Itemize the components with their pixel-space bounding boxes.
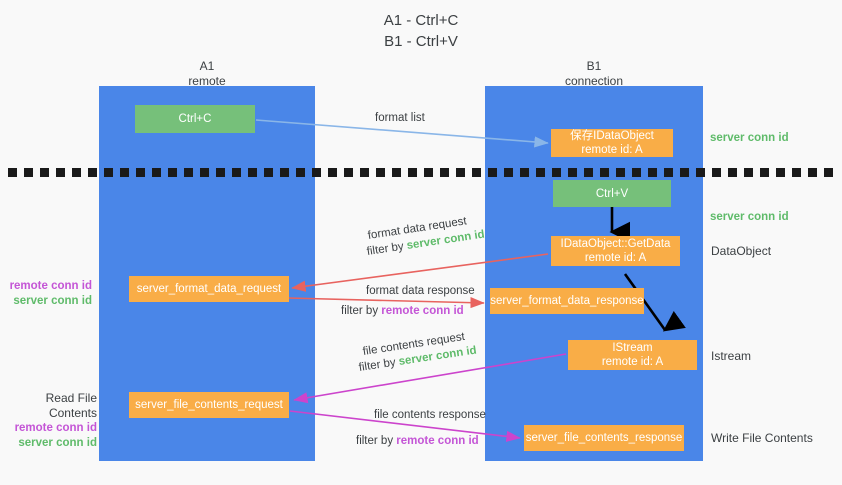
edge-label-format-data-response-filter: filter by remote conn id (341, 304, 464, 319)
title-line-2: B1 - Ctrl+V (384, 33, 458, 50)
right-label-istream: Istream (711, 349, 752, 363)
right-label-server-conn-id-top: server conn id (710, 132, 789, 144)
box-server-file-contents-request-label: server_file_contents_request (135, 399, 283, 411)
title-line-1: A1 - Ctrl+C (383, 12, 459, 29)
lane-header-a1-sub: remote (188, 74, 226, 88)
lane-header-b1-name: B1 (586, 59, 602, 73)
box-istream-line1: IStream (612, 342, 653, 354)
left-label-read-file-contents: Read File Contents (45, 391, 97, 420)
right-label-server-conn-id-mid: server conn id (710, 211, 789, 223)
box-create-idataobject-line1: 保存IDataObject (570, 130, 654, 142)
left-label-remote-conn-id-1: remote conn id (9, 280, 92, 292)
edge-label-format-list: format list (375, 112, 425, 124)
box-ctrl-c[interactable]: Ctrl+C (135, 105, 255, 133)
lane-header-b1-sub: connection (564, 74, 624, 88)
box-ctrl-c-label: Ctrl+C (178, 113, 212, 125)
box-server-format-data-response[interactable]: server_format_data_response (490, 288, 644, 314)
edge-label-format-data-response-filter-prefix: filter by (341, 305, 382, 317)
box-istream[interactable]: IStream remote id: A (568, 340, 697, 370)
lane-header-a1: A1 remote (99, 59, 315, 89)
edge-label-format-data-response: format data response (366, 285, 475, 297)
left-label-group-format: remote conn id server conn id (0, 279, 92, 309)
phase-divider (8, 168, 834, 177)
box-server-format-data-request[interactable]: server_format_data_request (129, 276, 289, 302)
diagram-title: A1 - Ctrl+C B1 - Ctrl+V (0, 10, 842, 52)
edge-label-file-contents-response: file contents response (374, 409, 486, 421)
edge-label-file-contents-response-filter-value: remote conn id (396, 435, 479, 447)
left-label-remote-conn-id-2: remote conn id (14, 422, 97, 434)
box-server-format-data-response-label: server_format_data_response (490, 295, 644, 307)
box-ctrl-v-label: Ctrl+V (595, 187, 629, 200)
box-idataobject-getdata-line1: IDataObject::GetData (560, 238, 671, 250)
box-create-idataobject-line2: remote id: A (581, 144, 643, 156)
left-label-group-file: Read File Contents remote conn id server… (0, 391, 97, 451)
box-idataobject-getdata-line2: remote id: A (584, 252, 647, 264)
edge-label-format-data-response-filter-value: remote conn id (381, 305, 464, 317)
box-idataobject-getdata[interactable]: IDataObject::GetData remote id: A (551, 236, 680, 266)
left-label-server-conn-id-1: server conn id (13, 295, 92, 307)
box-server-file-contents-request[interactable]: server_file_contents_request (129, 392, 289, 418)
left-label-server-conn-id-2: server conn id (18, 437, 97, 449)
right-label-dataobject: DataObject (711, 244, 772, 258)
box-istream-line2: remote id: A (601, 356, 664, 368)
edge-label-file-contents-response-filter-prefix: filter by (356, 435, 397, 447)
edge-label-file-contents-response-filter: filter by remote conn id (356, 434, 479, 449)
box-server-file-contents-response[interactable]: server_file_contents_response (524, 425, 684, 451)
box-server-file-contents-response-label: server_file_contents_response (525, 432, 683, 444)
lane-header-a1-name: A1 (199, 59, 215, 73)
box-server-format-data-request-label: server_format_data_request (136, 283, 282, 295)
right-label-write-file-contents: Write File Contents (711, 431, 813, 445)
box-ctrl-v[interactable]: Ctrl+V (553, 180, 671, 207)
box-create-idataobject[interactable]: 保存IDataObject remote id: A (551, 129, 673, 157)
lane-header-b1: B1 connection (485, 59, 703, 89)
